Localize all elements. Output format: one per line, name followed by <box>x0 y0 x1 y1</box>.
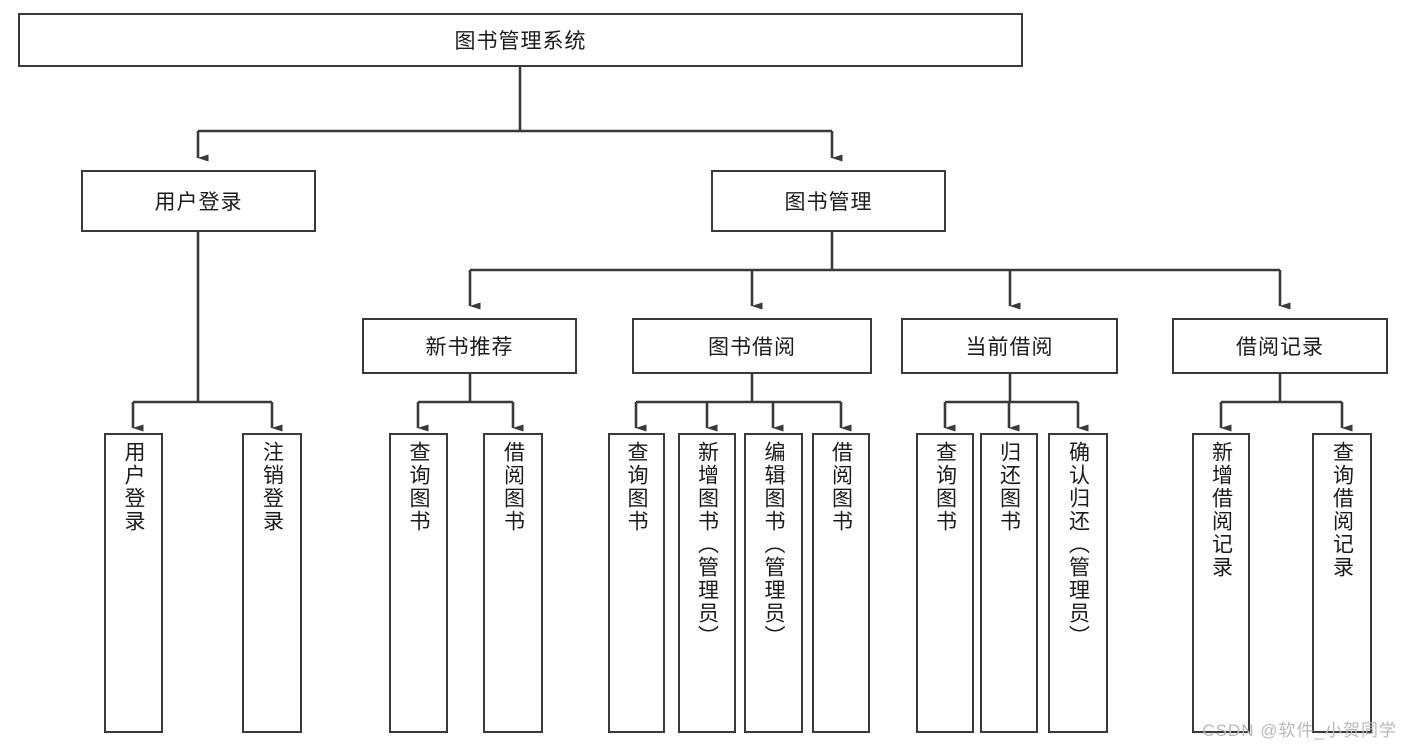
node-current-borrow-label: 当前借阅 <box>965 336 1054 359</box>
leaf-confirm-return[interactable]: 确认归还（管理员） <box>1048 433 1108 733</box>
leaf-logout[interactable]: 注销登录 <box>242 433 302 733</box>
node-book-manage-label: 图书管理 <box>784 191 873 214</box>
leaf-add-borrow-record[interactable]: 新增借阅记录 <box>1192 433 1250 733</box>
leaf-logout-label: 注销登录 <box>260 441 284 533</box>
node-current-borrow[interactable]: 当前借阅 <box>901 318 1118 374</box>
node-book-borrow[interactable]: 图书借阅 <box>632 318 872 374</box>
node-book-manage[interactable]: 图书管理 <box>711 170 946 232</box>
watermark: CSDN @软件_小贺同学 <box>1202 721 1397 740</box>
leaf-query-book-2[interactable]: 查询图书 <box>608 433 665 733</box>
node-borrow-record[interactable]: 借阅记录 <box>1172 318 1388 374</box>
node-root-label: 图书管理系统 <box>454 30 587 53</box>
leaf-add-borrow-record-label: 新增借阅记录 <box>1209 441 1233 579</box>
node-root[interactable]: 图书管理系统 <box>18 13 1023 67</box>
leaf-add-book[interactable]: 新增图书（管理员） <box>678 433 736 733</box>
leaf-add-book-label: 新增图书（管理员） <box>695 441 719 648</box>
node-user-login-label: 用户登录 <box>154 191 243 214</box>
leaf-user-login[interactable]: 用户登录 <box>104 433 163 733</box>
leaf-query-book-2-label: 查询图书 <box>625 441 648 533</box>
node-book-borrow-label: 图书借阅 <box>708 336 796 359</box>
node-new-book-recommend-label: 新书推荐 <box>425 336 514 359</box>
leaf-query-borrow-record-label: 查询借阅记录 <box>1330 441 1354 579</box>
leaf-return-book-label: 归还图书 <box>997 441 1021 533</box>
leaf-borrow-book-2[interactable]: 借阅图书 <box>812 433 870 733</box>
leaf-borrow-book-2-label: 借阅图书 <box>829 441 853 533</box>
leaf-query-book-1[interactable]: 查询图书 <box>389 433 448 733</box>
node-borrow-record-label: 借阅记录 <box>1236 336 1324 359</box>
leaf-return-book[interactable]: 归还图书 <box>980 433 1038 733</box>
leaf-borrow-book-1[interactable]: 借阅图书 <box>483 433 543 733</box>
leaf-edit-book[interactable]: 编辑图书（管理员） <box>744 433 803 733</box>
leaf-query-book-3[interactable]: 查询图书 <box>916 433 974 733</box>
leaf-query-borrow-record[interactable]: 查询借阅记录 <box>1312 433 1372 733</box>
leaf-borrow-book-1-label: 借阅图书 <box>501 441 525 533</box>
leaf-query-book-1-label: 查询图书 <box>407 441 430 533</box>
leaf-query-book-3-label: 查询图书 <box>933 441 957 533</box>
leaf-confirm-return-label: 确认归还（管理员） <box>1066 441 1090 648</box>
leaf-user-login-label: 用户登录 <box>122 441 145 533</box>
node-new-book-recommend[interactable]: 新书推荐 <box>362 318 577 374</box>
node-user-login[interactable]: 用户登录 <box>81 170 316 232</box>
leaf-edit-book-label: 编辑图书（管理员） <box>762 441 785 648</box>
